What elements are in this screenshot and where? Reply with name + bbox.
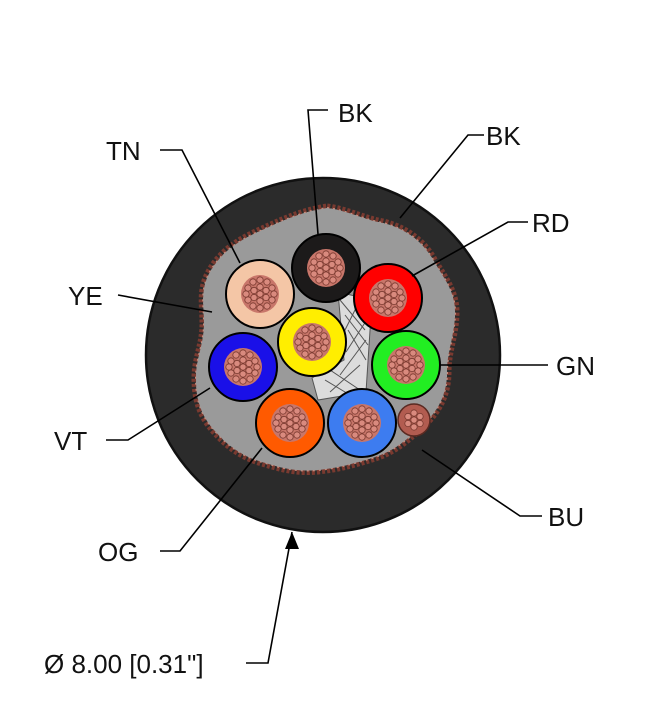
label-diameter: Ø 8.00 [0.31"]: [44, 649, 204, 679]
copper-strands: [225, 250, 424, 441]
label-bk-jacket: BK: [486, 121, 521, 151]
label-og: OG: [98, 537, 138, 567]
label-rd: RD: [532, 208, 570, 238]
label-vt: VT: [54, 426, 87, 456]
label-ye: YE: [68, 281, 103, 311]
label-tn: TN: [106, 136, 141, 166]
label-gn: GN: [556, 351, 595, 381]
label-bu: BU: [548, 502, 584, 532]
label-bk-center: BK: [338, 98, 373, 128]
leader-lines: [106, 109, 548, 664]
